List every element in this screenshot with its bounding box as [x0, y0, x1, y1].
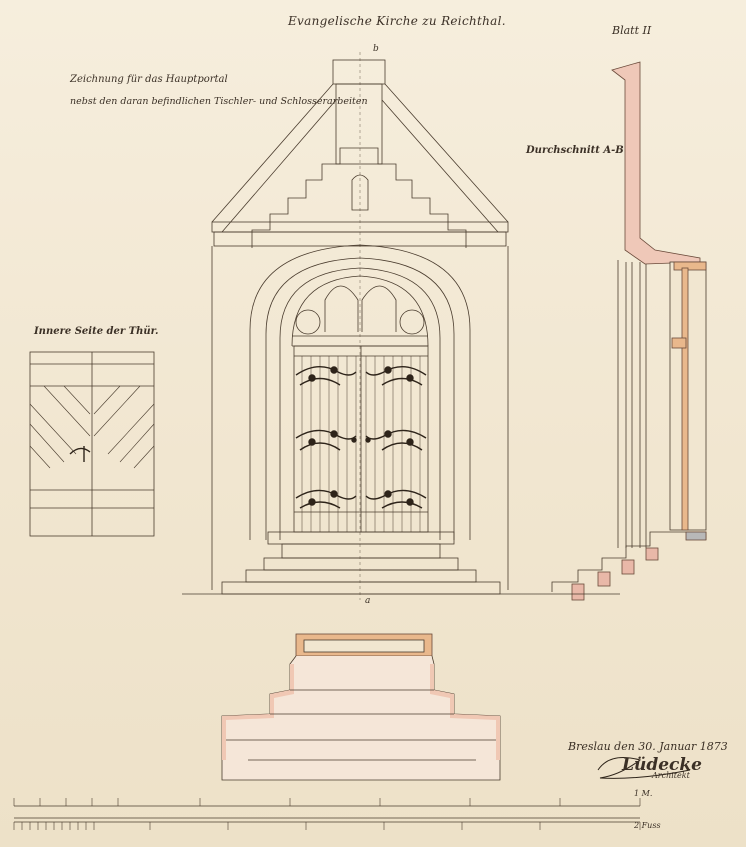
ground-plan	[221, 633, 501, 781]
signature: Lüdecke	[622, 755, 702, 775]
hinge-ornaments	[295, 366, 427, 509]
section-label: Durchschnitt A-B	[526, 145, 624, 156]
scale-label-bottom: 2 Fuss	[634, 821, 661, 830]
drawing-title: Evangelische Kirche zu Reichthal.	[288, 14, 506, 28]
front-elevation	[182, 52, 540, 600]
signature-flourish	[597, 757, 691, 779]
inner-door-elevation	[29, 351, 155, 537]
section-mark-a: a	[365, 596, 371, 606]
section-mark-b: b	[373, 44, 379, 54]
scale-bars	[13, 798, 641, 830]
date-line: Breslau den 30. Januar 1873	[568, 740, 728, 753]
scale-label-top: 1 M.	[634, 789, 653, 798]
inner-side-label: Innere Seite der Thür.	[34, 326, 159, 337]
description-line-2: nebst den daran befindlichen Tischler- u…	[70, 96, 368, 107]
section-a-b	[540, 61, 707, 601]
sheet-number: Blatt II	[612, 24, 652, 37]
description-line-1: Zeichnung für das Hauptportal	[70, 74, 228, 85]
signature-subtitle: Architekt	[652, 771, 690, 780]
